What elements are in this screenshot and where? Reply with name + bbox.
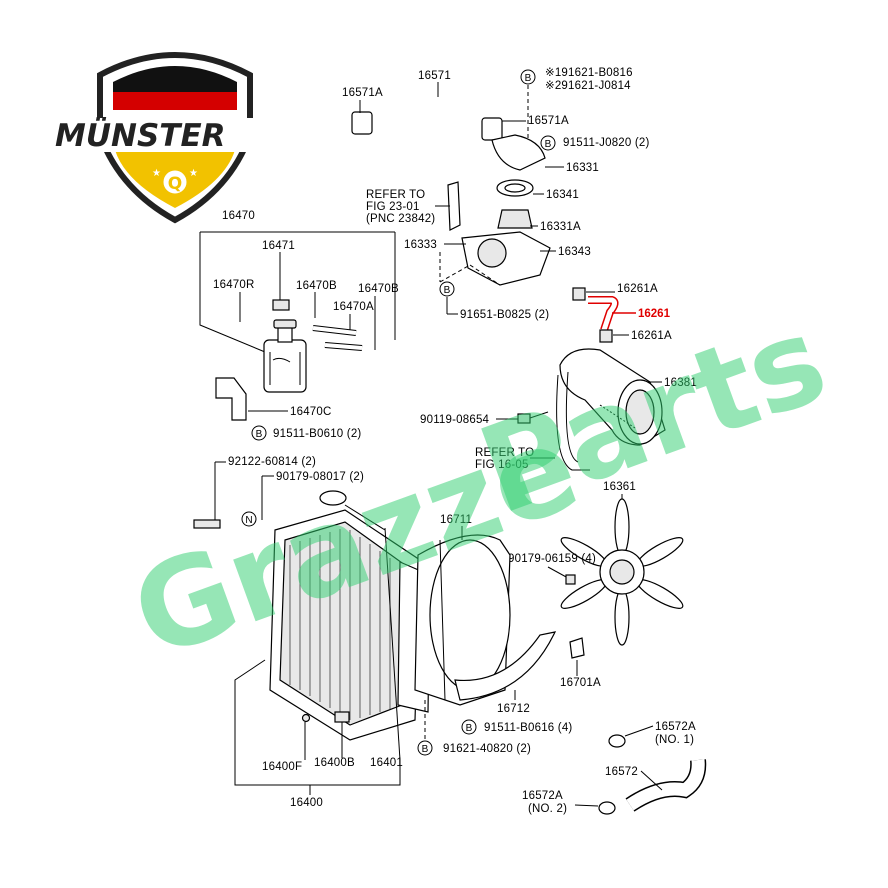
logo-brand-text: MÜNSTER [55,117,226,154]
marker-b-91511-b0616: B [461,719,477,735]
label-91651-b0825: 91651-B0825 (2) [460,309,549,321]
label-16333: 16333 [404,239,437,251]
marker-b-91621-40820: B [417,740,433,756]
svg-text:B: B [545,139,552,150]
label-refer-fig16-2: FIG 16-05 [475,459,529,471]
label-16261a-top: 16261A [617,283,658,295]
reservoir-tank-16470 [263,319,307,393]
radiator-cap-16401 [319,490,347,506]
logo-badge-letter: Q [168,174,182,194]
label-16470r: 16470R [213,279,254,291]
label-16343: 16343 [558,246,591,258]
label-16470b-1: 16470B [296,280,337,292]
clamp-16571a-left [351,111,373,135]
bolt-92122 [193,519,221,529]
label-16572a-no1-sub: (NO. 1) [655,734,694,746]
munster-logo: MÜNSTER Q ★ ★ [48,52,300,224]
cock-16400b [334,711,350,723]
label-90179-08017: 90179-08017 (2) [276,471,364,483]
label-16470c: 16470C [290,406,331,418]
shroud-lower-16712 [454,631,557,701]
marker-b-91511-b0610: B [251,425,267,441]
logo-star-right: ★ [189,168,198,179]
label-16341: 16341 [546,189,579,201]
bracket-fig23 [447,181,461,231]
svg-text:B: B [256,429,263,440]
label-16401: 16401 [370,757,403,769]
label-bolt-ref-1: ※191621-B0816 [545,67,633,79]
label-16470: 16470 [222,210,255,222]
marker-b-91511-j0820: B [540,135,556,151]
lower-hose-16572 [598,734,707,815]
label-16572: 16572 [605,766,638,778]
label-16571a-right: 16571A [528,115,569,127]
label-16400f: 16400F [262,761,302,773]
label-16361: 16361 [603,481,636,493]
label-92122-60814: 92122-60814 (2) [228,456,316,468]
label-refer-fig23-3: (PNC 23842) [366,213,435,225]
label-16471: 16471 [262,240,295,252]
label-16711: 16711 [440,514,472,526]
label-16261: 16261 [638,308,671,320]
label-bolt-ref-2: ※291621-J0814 [545,80,631,92]
marker-b-91651: B [439,281,455,297]
bracket-16701a [569,637,585,659]
label-91511-b0616: 91511-B0616 (4) [484,722,572,734]
svg-text:B: B [444,285,451,296]
nut-90179-06159 [565,574,576,585]
svg-text:N: N [245,515,252,526]
svg-text:B: B [466,723,473,734]
water-outlet-16331 [491,134,546,171]
drain-plug-16400f [301,713,311,723]
clamp-16572a-no1 [608,734,626,748]
label-90179-06159: 90179-06159 (4) [508,553,596,565]
clamp-16571a-right [481,117,503,141]
water-inlet-16333 [461,231,551,286]
svg-text:B: B [525,73,532,84]
fan-shroud-16711 [414,534,511,706]
label-16572a-no1: 16572A [655,721,696,733]
clamp-16261a-bottom [599,329,613,343]
label-16381: 16381 [664,377,697,389]
label-16331: 16331 [566,162,599,174]
label-16470b-2: 16470B [358,283,399,295]
label-refer-fig23-1: REFER TO [366,189,425,201]
hose-16470a [312,325,363,351]
label-91621-40820: 91621-40820 (2) [443,743,531,755]
label-16331a: 16331A [540,221,581,233]
bolt-90119 [517,413,531,424]
water-pump-16381 [556,348,666,471]
fan-16361 [560,498,684,646]
label-refer-fig23-2: FIG 23-01 [366,201,420,213]
marker-n: N [241,511,257,527]
label-16571: 16571 [418,70,451,82]
logo-star-left: ★ [152,168,161,179]
svg-text:B: B [422,744,429,755]
label-16572a-no2-sub: (NO. 2) [528,803,567,815]
label-16400: 16400 [290,797,323,809]
label-16571a-left: 16571A [342,87,383,99]
clamp-16572a-no2 [598,801,616,815]
marker-b-top: B [520,69,536,85]
reservoir-cap-16471 [272,299,290,311]
label-16470a: 16470A [333,301,374,313]
label-90119-08654: 90119-08654 [420,414,490,426]
label-refer-fig16-1: REFER TO [475,447,534,459]
clamp-16261a-top [572,287,586,301]
label-16261a-bottom: 16261A [631,330,672,342]
watermark-word-2: Parts [463,290,843,542]
label-91511-b0610: 91511-B0610 (2) [273,428,361,440]
bracket-16470c [215,377,247,421]
label-91511-j0820: 91511-J0820 (2) [563,137,650,149]
label-16572a-no2: 16572A [522,790,563,802]
label-16400b: 16400B [314,757,355,769]
thermostat-16331a [497,209,533,229]
label-16712: 16712 [497,703,530,715]
hose-16261 [572,287,619,343]
upper-hose-assembly [351,92,551,286]
label-16701a: 16701A [560,677,601,689]
